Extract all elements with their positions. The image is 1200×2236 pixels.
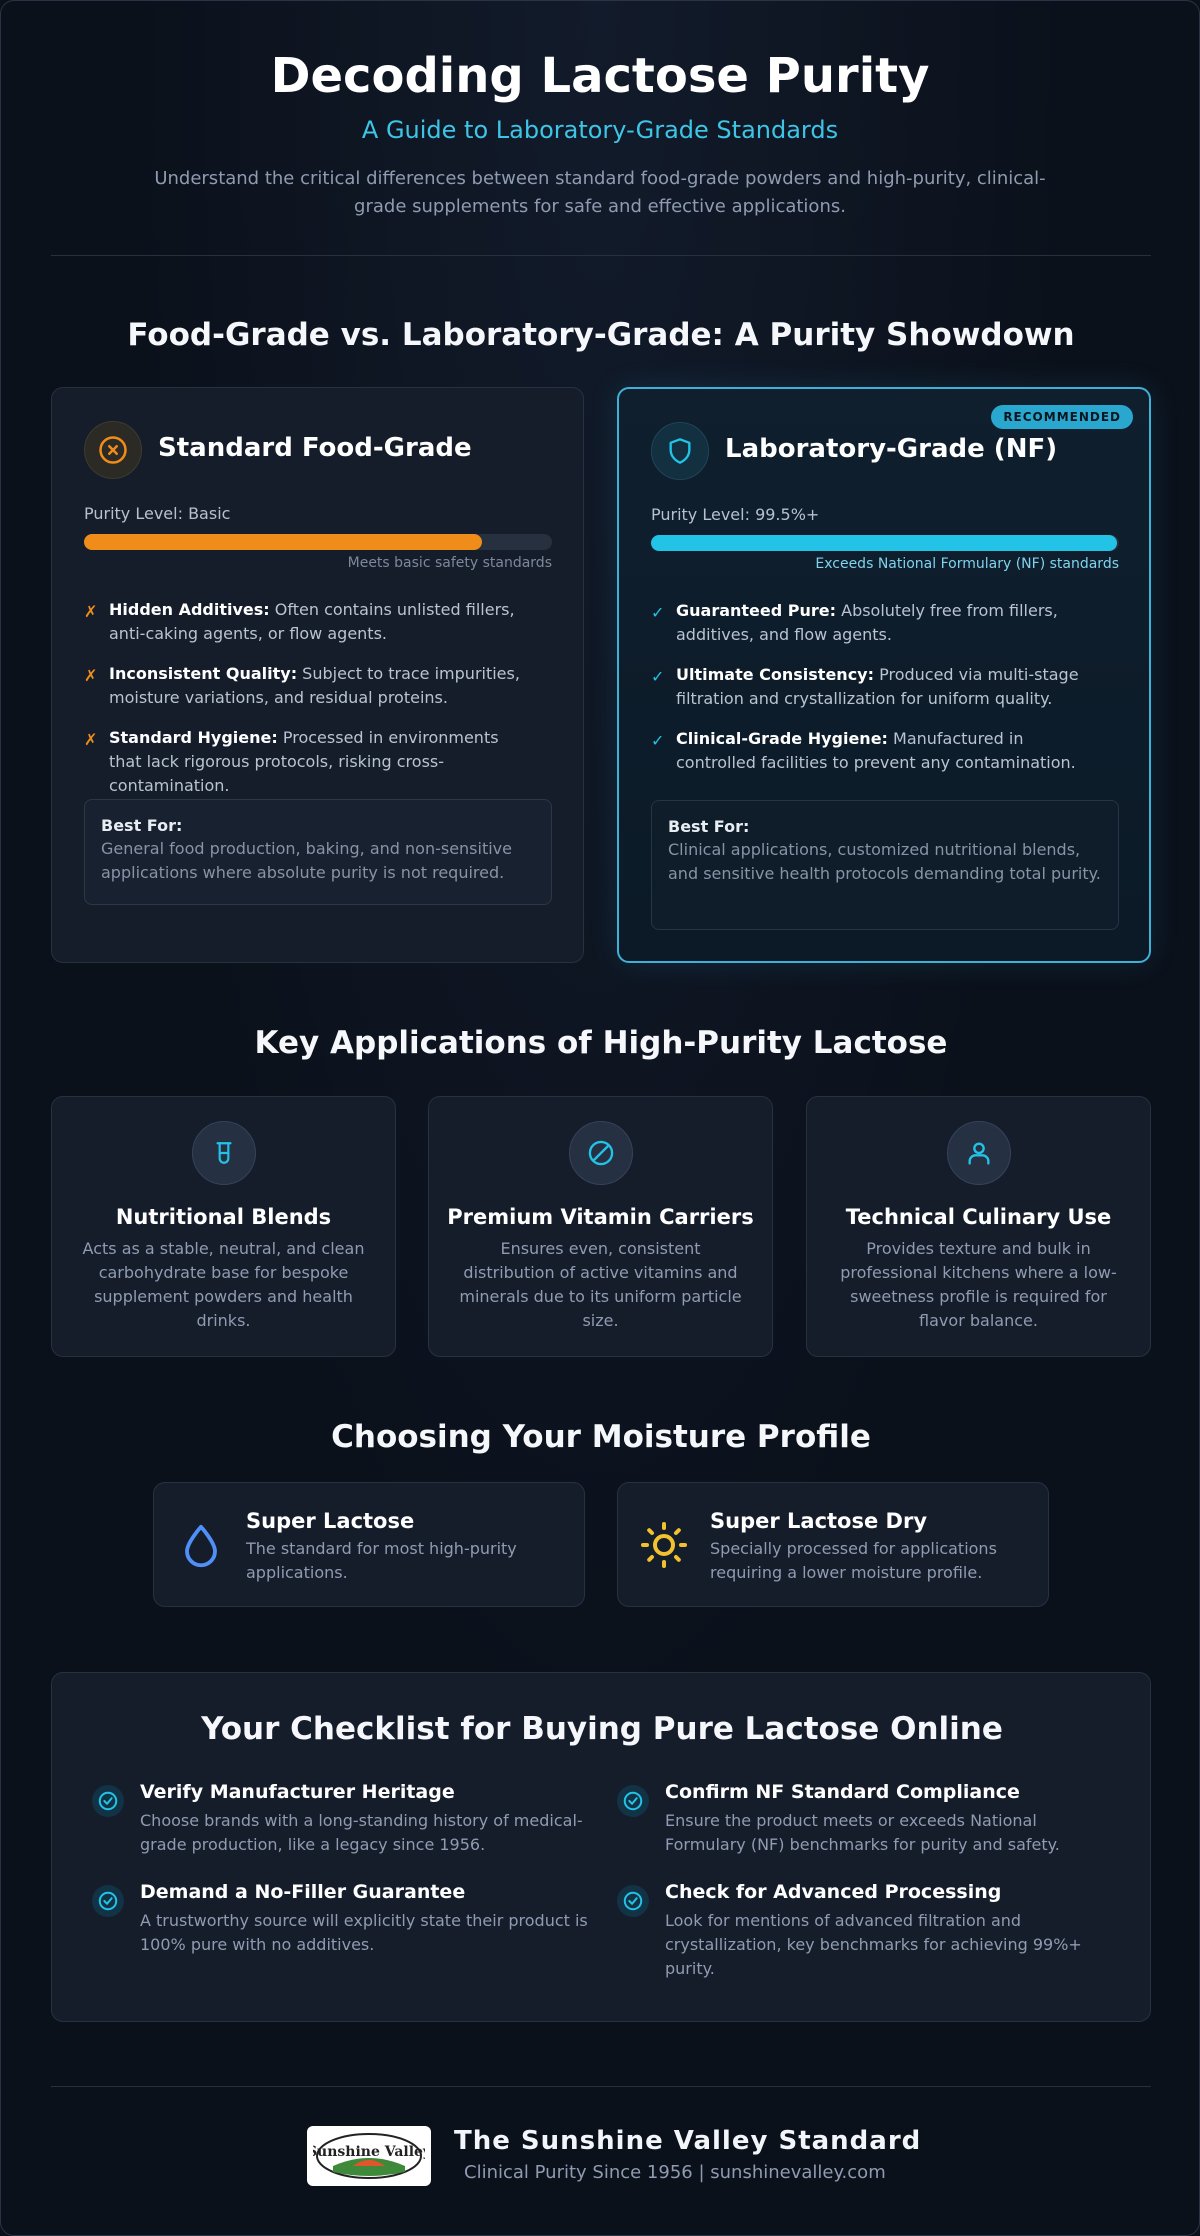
- page-lead: Understand the critical differences betw…: [154, 168, 1046, 217]
- checklist-card: Your Checklist for Buying Pure Lactose O…: [51, 1672, 1151, 2022]
- page-subtitle: A Guide to Laboratory-Grade Standards: [361, 116, 839, 144]
- footer-subtitle: Clinical Purity Since 1956 | sunshineval…: [464, 2162, 886, 2183]
- lab-grade-card: RECOMMENDED Laboratory-Grade (NF) Purity…: [617, 387, 1151, 963]
- footer-divider: [51, 2086, 1151, 2087]
- moisture-text: The standard for most high-purity applic…: [246, 1539, 517, 1582]
- moisture-card: Super Lactose Dry Specially processed fo…: [617, 1482, 1049, 1607]
- application-title: Technical Culinary Use: [845, 1205, 1112, 1229]
- checklist-item-title: Verify Manufacturer Heritage: [140, 1781, 455, 1803]
- checklist-item-text: Ensure the product meets or exceeds Nati…: [665, 1811, 1060, 1854]
- food-feature-item: ✗ Standard Hygiene: Processed in environ…: [84, 726, 524, 795]
- moisture-card: Super Lactose The standard for most high…: [153, 1482, 585, 1607]
- moisture-title: Super Lactose: [246, 1509, 415, 1533]
- best-for-label: Best For:: [101, 816, 183, 835]
- header: Decoding Lactose Purity A Guide to Labor…: [1, 1, 1199, 221]
- droplet-icon: [180, 1523, 222, 1573]
- svg-text:Sunshine Valley: Sunshine Valley: [313, 2144, 425, 2160]
- moisture-section-title: Choosing Your Moisture Profile: [331, 1419, 871, 1455]
- feature-title: Hidden Additives:: [109, 600, 270, 619]
- checklist-item-title: Demand a No-Filler Guarantee: [140, 1881, 466, 1903]
- application-text: Ensures even, consistent distribution of…: [459, 1239, 742, 1330]
- feature-text: Produced via multi-stage filtration and …: [676, 665, 1079, 708]
- sun-icon: [640, 1521, 688, 1573]
- checklist-item-title: Check for Advanced Processing: [665, 1881, 1002, 1903]
- food-grade-title: Standard Food-Grade: [158, 433, 472, 463]
- brand-logo: Sunshine Valley: [307, 2126, 431, 2186]
- feature-text: Absolutely free from fillers, additives,…: [676, 601, 1058, 644]
- cross-icon: ✗: [84, 666, 98, 685]
- lab-best-for: Best For: Clinical applications, customi…: [651, 800, 1119, 930]
- recommended-badge: RECOMMENDED: [991, 405, 1133, 429]
- food-best-for: Best For: General food production, bakin…: [84, 799, 552, 905]
- best-for-text: General food production, baking, and non…: [101, 839, 512, 882]
- check-circle-icon: [92, 1785, 124, 1817]
- feature-text: Often contains unlisted fillers, anti-ca…: [109, 600, 515, 643]
- feature-title: Guaranteed Pure:: [676, 601, 837, 620]
- shield-icon: [651, 422, 709, 480]
- beaker-icon: [192, 1121, 256, 1185]
- check-icon: ✓: [651, 731, 665, 750]
- food-purity-bar-fill: [84, 534, 482, 550]
- feature-title: Ultimate Consistency:: [676, 665, 875, 684]
- checklist-item-title: Confirm NF Standard Compliance: [665, 1781, 1020, 1803]
- check-icon: ✓: [651, 667, 665, 686]
- best-for-text: Clinical applications, customized nutrit…: [668, 840, 1101, 883]
- lab-feature-item: ✓ Ultimate Consistency: Produced via mul…: [651, 663, 1091, 711]
- feature-text: Manufactured in controlled facilities to…: [676, 729, 1076, 772]
- application-text: Provides texture and bulk in professiona…: [840, 1239, 1117, 1330]
- lab-purity-label: Purity Level: 99.5%+: [651, 505, 820, 524]
- food-grade-card: Standard Food-Grade Purity Level: Basic …: [51, 387, 584, 963]
- check-circle-icon: [92, 1885, 124, 1917]
- cross-icon: ✗: [84, 602, 98, 621]
- feature-text: Subject to trace impurities, moisture va…: [109, 664, 520, 707]
- checklist-item-text: A trustworthy source will explicitly sta…: [140, 1911, 588, 1954]
- header-divider: [51, 255, 1151, 256]
- feature-title: Standard Hygiene:: [109, 728, 278, 747]
- food-purity-label: Purity Level: Basic: [84, 504, 231, 523]
- lab-purity-bar-fill: [651, 535, 1117, 551]
- page-title: Decoding Lactose Purity: [270, 48, 930, 104]
- best-for-label: Best For:: [668, 817, 750, 836]
- feature-title: Clinical-Grade Hygiene:: [676, 729, 888, 748]
- moisture-text: Specially processed for applications req…: [710, 1539, 997, 1582]
- check-circle-icon: [617, 1785, 649, 1817]
- food-feature-item: ✗ Inconsistent Quality: Subject to trace…: [84, 662, 524, 710]
- cross-icon: ✗: [84, 730, 98, 749]
- food-purity-bar: [84, 534, 552, 550]
- slash-circle-icon: [569, 1121, 633, 1185]
- application-title: Premium Vitamin Carriers: [447, 1205, 754, 1229]
- food-bar-note: Meets basic safety standards: [347, 555, 552, 571]
- food-feature-item: ✗ Hidden Additives: Often contains unlis…: [84, 598, 524, 646]
- lab-grade-title: Laboratory-Grade (NF): [725, 434, 1058, 464]
- lab-feature-item: ✓ Guaranteed Pure: Absolutely free from …: [651, 599, 1091, 647]
- user-icon: [947, 1121, 1011, 1185]
- lab-feature-item: ✓ Clinical-Grade Hygiene: Manufactured i…: [651, 727, 1091, 775]
- lab-bar-note: Exceeds National Formulary (NF) standard…: [815, 556, 1119, 572]
- checklist-item-text: Look for mentions of advanced filtration…: [665, 1911, 1082, 1978]
- feature-title: Inconsistent Quality:: [109, 664, 298, 683]
- check-icon: ✓: [651, 603, 665, 622]
- check-circle-icon: [617, 1885, 649, 1917]
- checklist-section-title: Your Checklist for Buying Pure Lactose O…: [201, 1711, 1003, 1747]
- application-text: Acts as a stable, neutral, and clean car…: [82, 1239, 365, 1330]
- application-title: Nutritional Blends: [115, 1205, 332, 1229]
- footer-title: The Sunshine Valley Standard: [454, 2126, 922, 2156]
- x-circle-icon: [84, 421, 142, 479]
- comparison-section-title: Food-Grade vs. Laboratory-Grade: A Purit…: [127, 317, 1075, 353]
- applications-section-title: Key Applications of High-Purity Lactose: [254, 1025, 948, 1061]
- application-card: Technical Culinary Use Provides texture …: [806, 1096, 1151, 1357]
- lab-purity-bar: [651, 535, 1119, 551]
- checklist-item-text: Choose brands with a long-standing histo…: [140, 1811, 583, 1854]
- sunshine-valley-logo: Sunshine Valley: [313, 2133, 425, 2179]
- application-card: Premium Vitamin Carriers Ensures even, c…: [428, 1096, 773, 1357]
- moisture-title: Super Lactose Dry: [710, 1509, 928, 1533]
- application-card: Nutritional Blends Acts as a stable, neu…: [51, 1096, 396, 1357]
- feature-text: Processed in environments that lack rigo…: [109, 728, 499, 795]
